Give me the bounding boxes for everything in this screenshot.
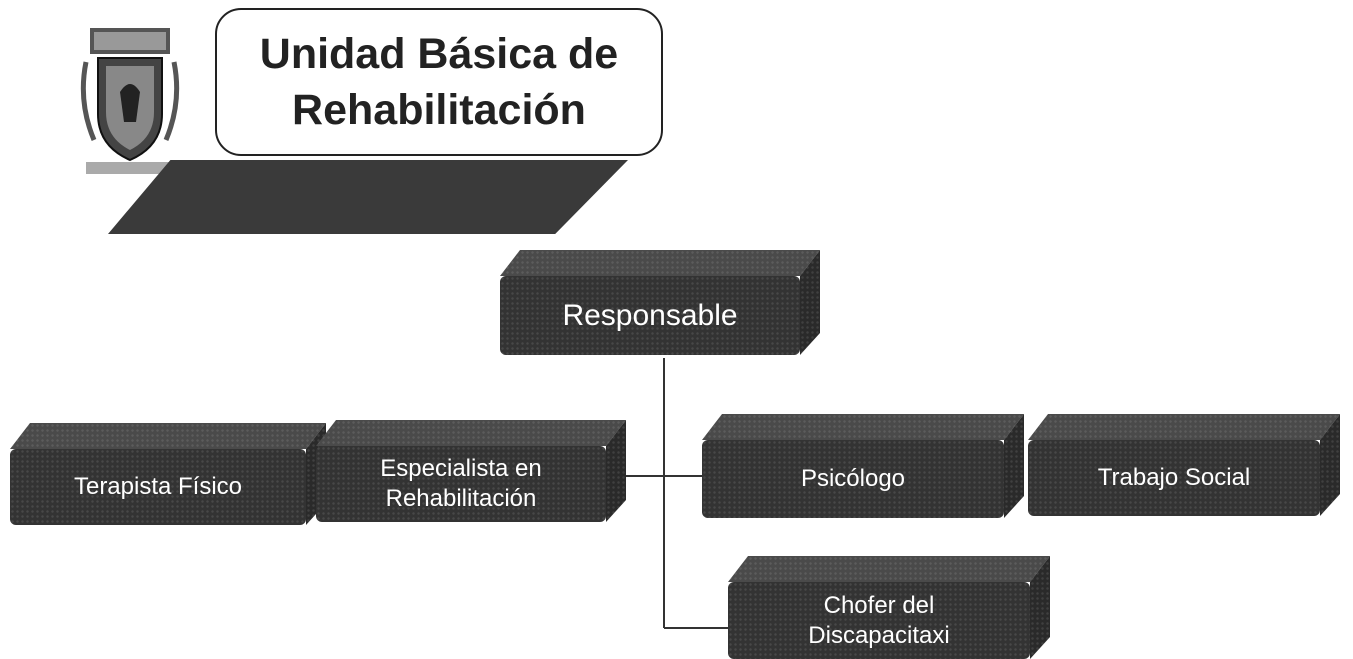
node-trabajo-social-label: Trabajo Social xyxy=(1028,440,1320,516)
node-chofer-discapacitaxi: Chofer del Discapacitaxi xyxy=(728,556,1050,659)
node-psicologo-label: Psicólogo xyxy=(702,440,1004,518)
coat-of-arms-icon xyxy=(80,28,180,174)
node-responsable: Responsable xyxy=(500,250,820,355)
node-responsable-label: Responsable xyxy=(500,276,800,355)
node-terapista-fisico: Terapista Físico xyxy=(10,423,326,525)
node-especialista-rehabilitacion: Especialista en Rehabilitación xyxy=(316,420,626,522)
page-title: Unidad Básica de Rehabilitación xyxy=(259,30,619,134)
title-box: Unidad Básica de Rehabilitación xyxy=(215,8,663,156)
node-especialista-label: Especialista en Rehabilitación xyxy=(316,446,606,522)
node-psicologo: Psicólogo xyxy=(702,414,1024,518)
node-trabajo-social: Trabajo Social xyxy=(1028,414,1340,516)
title-shadow xyxy=(108,160,628,234)
node-terapista-fisico-label: Terapista Físico xyxy=(10,449,306,525)
node-chofer-label: Chofer del Discapacitaxi xyxy=(728,582,1030,659)
